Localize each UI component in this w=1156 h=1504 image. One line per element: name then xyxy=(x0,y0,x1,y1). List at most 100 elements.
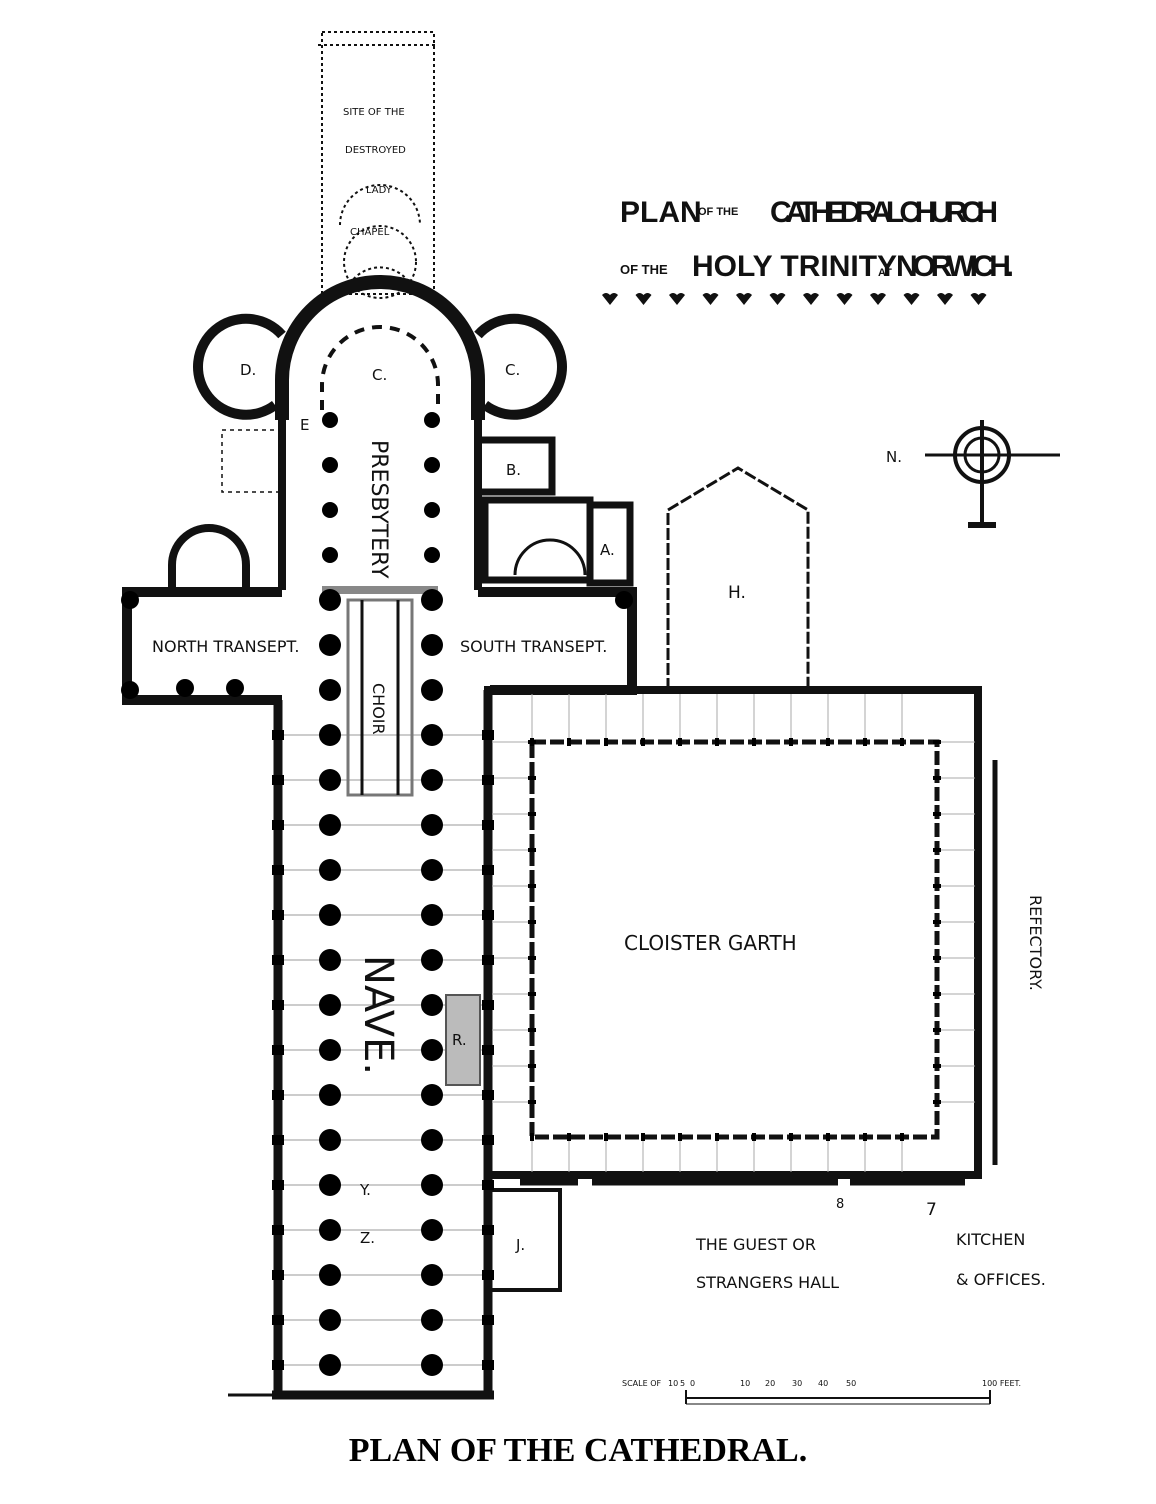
buttress xyxy=(482,1180,494,1190)
pier xyxy=(319,1039,341,1061)
choir-stalls xyxy=(322,586,438,797)
buttress xyxy=(482,865,494,875)
label-guest-hall-2: STRANGERS HALL xyxy=(696,1273,839,1292)
heart-ornament xyxy=(803,293,819,305)
pier xyxy=(933,920,941,924)
scale-bar xyxy=(685,1390,991,1405)
label-kitchen-2: & OFFICES. xyxy=(956,1270,1046,1289)
pier xyxy=(421,1174,443,1196)
scale-tick: 10 xyxy=(668,1379,678,1388)
pier xyxy=(319,1084,341,1106)
buttress xyxy=(272,1000,284,1010)
heart-ornament xyxy=(602,293,618,305)
pier xyxy=(863,738,867,746)
decorative-hearts xyxy=(602,293,987,305)
plan-title: PLAN OF THE CATHEDRAL CHURCH OF THE HOLY… xyxy=(620,196,1014,283)
title-at: AT xyxy=(878,267,892,279)
pier xyxy=(319,1219,341,1241)
dotted-annex xyxy=(221,429,281,493)
label-d: D. xyxy=(240,361,256,379)
pier xyxy=(678,1133,682,1141)
pier xyxy=(421,1309,443,1331)
heart-ornament xyxy=(635,293,652,305)
pier xyxy=(421,634,443,656)
pier xyxy=(421,904,443,926)
pier xyxy=(421,679,443,701)
pier xyxy=(715,738,719,746)
pier xyxy=(319,1264,341,1286)
pier xyxy=(528,956,536,960)
rooms-a-b xyxy=(480,436,634,587)
pier xyxy=(604,738,608,746)
pier xyxy=(752,1133,756,1141)
label-h: H. xyxy=(728,583,746,603)
title-of-the-2: OF THE xyxy=(620,262,668,277)
pier xyxy=(319,904,341,926)
buttress xyxy=(272,1225,284,1235)
pier xyxy=(424,457,440,473)
north-chapel xyxy=(168,524,250,590)
pier xyxy=(421,724,443,746)
scale-tick: 50 xyxy=(846,1379,856,1388)
label-a: A. xyxy=(600,541,615,559)
scale-end: 100 FEET. xyxy=(982,1379,1021,1388)
pier xyxy=(528,884,536,888)
pier xyxy=(121,591,139,609)
scale-tick: 40 xyxy=(818,1379,828,1388)
pier xyxy=(528,992,536,996)
lady-chapel-line: CHAPEL xyxy=(350,227,390,238)
label-r: R. xyxy=(452,1031,467,1049)
piers xyxy=(121,412,941,1376)
pier xyxy=(528,1028,536,1032)
lady-chapel-line: SITE OF THE xyxy=(343,107,405,118)
pier xyxy=(319,949,341,971)
pier xyxy=(933,956,941,960)
pier xyxy=(226,679,244,697)
pier xyxy=(421,1354,443,1376)
label-south-transept: SOUTH TRANSEPT. xyxy=(460,637,607,656)
buttress xyxy=(272,1360,284,1370)
pier xyxy=(933,1064,941,1068)
pier xyxy=(421,1084,443,1106)
heart-ornament xyxy=(937,293,953,305)
label-nave: NAVE. xyxy=(355,955,401,1075)
pier xyxy=(615,591,633,609)
label-north: N. xyxy=(886,448,902,466)
pier xyxy=(319,1309,341,1331)
compass-icon xyxy=(925,420,1060,528)
buttress xyxy=(272,955,284,965)
label-refectory: REFECTORY. xyxy=(1026,895,1045,991)
label-presbytery: PRESBYTERY xyxy=(366,440,391,579)
label-choir: CHOIR xyxy=(369,683,388,735)
buttress xyxy=(272,865,284,875)
pier xyxy=(528,1064,536,1068)
pier xyxy=(900,1133,904,1141)
pier xyxy=(678,738,682,746)
pier xyxy=(322,547,338,563)
scale-tick: 30 xyxy=(792,1379,802,1388)
label-cloister-garth: CLOISTER GARTH xyxy=(624,931,797,955)
cloister-bays xyxy=(492,694,975,1172)
label-c: C. xyxy=(372,366,387,384)
buttress xyxy=(272,1090,284,1100)
label-y: Y. xyxy=(359,1181,371,1199)
pier xyxy=(641,1133,645,1141)
pier xyxy=(933,812,941,816)
buttress xyxy=(482,1135,494,1145)
pier xyxy=(176,679,194,697)
pier xyxy=(421,589,443,611)
buttress xyxy=(272,1315,284,1325)
pier xyxy=(421,1129,443,1151)
pier xyxy=(319,814,341,836)
heart-ornament xyxy=(736,293,752,305)
pier xyxy=(641,738,645,746)
title-cathedral-church: CATHEDRAL CHURCH xyxy=(770,196,998,229)
scale-labels: SCALE OF 10 5 0 10 20 30 40 50 100 FEET. xyxy=(622,1379,1021,1388)
buttress xyxy=(272,775,284,785)
buttress xyxy=(482,775,494,785)
pier xyxy=(530,1133,534,1141)
pier xyxy=(933,992,941,996)
pier xyxy=(319,589,341,611)
title-holy-trinity: HOLY TRINITY xyxy=(692,250,897,283)
